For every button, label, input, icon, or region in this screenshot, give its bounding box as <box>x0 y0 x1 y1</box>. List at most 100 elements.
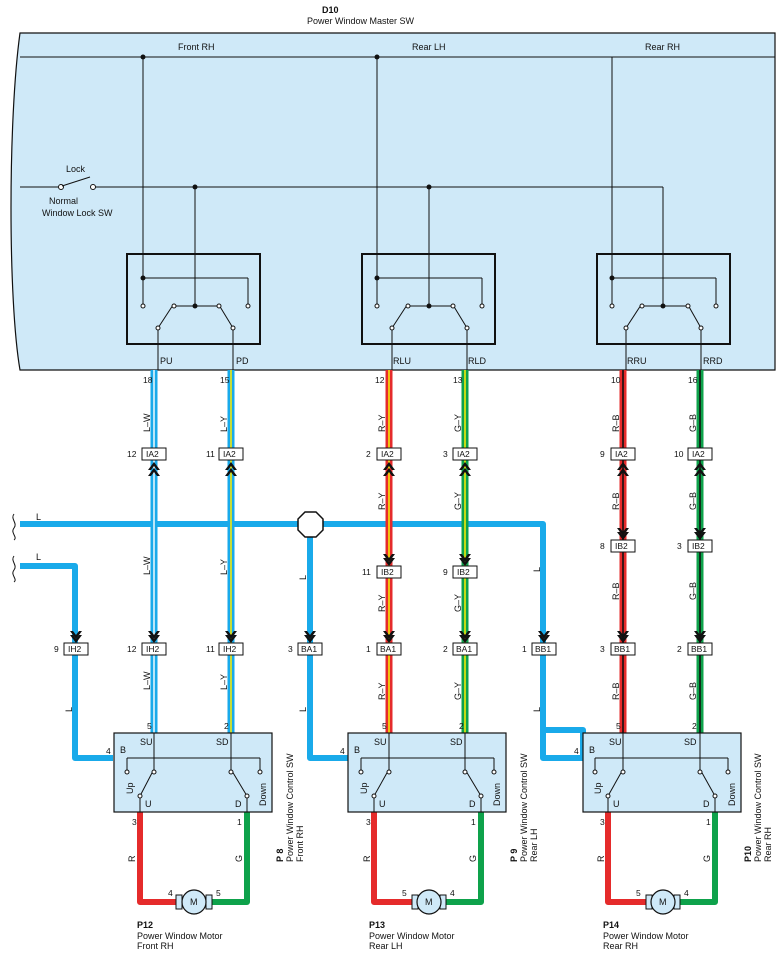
connector-bb1-rearrh-down: BB1 2 <box>677 642 713 656</box>
lock-sw-label: Window Lock SW <box>42 208 113 218</box>
svg-text:Power Window Control SW: Power Window Control SW <box>285 753 295 862</box>
svg-text:9: 9 <box>600 449 605 459</box>
pin-rlu: 12 <box>375 375 385 385</box>
connector-ib2-rearrh-down: IB2 3 <box>677 539 713 553</box>
svg-text:5: 5 <box>616 721 621 731</box>
master-junction-dots <box>140 54 432 190</box>
pin-rld: 13 <box>453 375 463 385</box>
svg-text:U: U <box>145 799 152 809</box>
svg-text:Power Window Motor: Power Window Motor <box>603 931 689 941</box>
svg-text:2: 2 <box>677 644 682 654</box>
svg-text:SD: SD <box>216 737 229 747</box>
svg-text:IH2: IH2 <box>223 644 237 654</box>
pin-pd: 15 <box>220 375 230 385</box>
svg-text:U: U <box>379 799 386 809</box>
wire-g-rear-rh <box>680 812 718 905</box>
svg-text:L: L <box>298 575 308 580</box>
svg-text:G–B: G–B <box>688 492 698 510</box>
section-rear-lh: Rear LH <box>412 42 446 52</box>
wire-l-rear-rh <box>540 530 583 761</box>
svg-text:1: 1 <box>522 644 527 654</box>
master-code: D10 <box>322 5 339 15</box>
svg-text:IB2: IB2 <box>615 541 628 551</box>
svg-text:5: 5 <box>147 721 152 731</box>
svg-text:Rear RH: Rear RH <box>763 827 773 862</box>
svg-text:R: R <box>362 855 372 862</box>
svg-text:G–Y: G–Y <box>453 594 463 612</box>
pin-rrd: 16 <box>688 375 698 385</box>
svg-text:2: 2 <box>224 721 229 731</box>
svg-text:G: G <box>468 855 478 862</box>
master-switch-rear-lh <box>361 253 496 370</box>
svg-text:IA2: IA2 <box>457 449 470 459</box>
svg-text:IA2: IA2 <box>146 449 159 459</box>
svg-text:SU: SU <box>609 737 622 747</box>
pin-rru: 10 <box>611 375 621 385</box>
svg-text:IB2: IB2 <box>381 567 394 577</box>
svg-text:G–B: G–B <box>688 414 698 432</box>
svg-text:P10: P10 <box>743 846 753 862</box>
motor-front-rh: M <box>175 889 213 915</box>
svg-text:B: B <box>354 745 360 755</box>
master-bus-lines <box>20 57 664 306</box>
svg-text:R–Y: R–Y <box>377 682 387 700</box>
connector-chevrons <box>70 462 706 643</box>
svg-text:8: 8 <box>600 541 605 551</box>
svg-text:9: 9 <box>54 644 59 654</box>
svg-text:L–W: L–W <box>142 671 152 690</box>
svg-text:3: 3 <box>600 644 605 654</box>
svg-text:5: 5 <box>402 888 407 898</box>
section-front-rh: Front RH <box>178 42 215 52</box>
svg-text:L: L <box>532 707 542 712</box>
terminal-pd: PD <box>236 356 249 366</box>
svg-text:9: 9 <box>443 567 448 577</box>
connector-ib2-rearlh-down: IB2 9 <box>443 565 478 579</box>
svg-text:BA1: BA1 <box>380 644 396 654</box>
master-switch-front-rh <box>126 253 261 370</box>
svg-text:P 8: P 8 <box>275 849 285 862</box>
svg-text:Front RH: Front RH <box>137 941 174 951</box>
svg-text:Front RH: Front RH <box>295 825 305 862</box>
svg-text:M: M <box>425 897 433 907</box>
svg-text:G: G <box>702 855 712 862</box>
svg-text:3: 3 <box>288 644 293 654</box>
svg-text:G–Y: G–Y <box>453 414 463 432</box>
wire-l-rear-lh <box>307 530 348 761</box>
svg-text:Power Window Control SW: Power Window Control SW <box>519 753 529 862</box>
svg-text:5: 5 <box>636 888 641 898</box>
svg-text:4: 4 <box>684 888 689 898</box>
svg-text:Rear LH: Rear LH <box>369 941 403 951</box>
normal-label: Normal <box>49 196 78 206</box>
svg-text:2: 2 <box>366 449 371 459</box>
svg-text:R–B: R–B <box>611 682 621 700</box>
junction-connector <box>297 511 324 538</box>
svg-text:BA1: BA1 <box>456 644 472 654</box>
svg-text:Power Window Motor: Power Window Motor <box>369 931 455 941</box>
motor-wire-pins: 4 5 5 4 5 4 <box>168 888 689 898</box>
connector-ia2-rearrh-down: IA2 10 <box>674 447 713 461</box>
svg-text:11: 11 <box>206 449 215 459</box>
svg-text:Power Window Motor: Power Window Motor <box>137 931 223 941</box>
svg-text:Down: Down <box>492 783 502 806</box>
svg-text:IA2: IA2 <box>223 449 236 459</box>
connector-ib2-rearrh-up: IB2 8 <box>600 539 636 553</box>
connector-ia2-rearlh-up: IA2 2 <box>366 447 402 461</box>
motor-labels: P12 Power Window Motor Front RH P13 Powe… <box>137 920 689 951</box>
svg-text:P14: P14 <box>603 920 619 930</box>
master-name: Power Window Master SW <box>307 16 415 26</box>
svg-text:B: B <box>589 745 595 755</box>
control-switch-front-rh: 4 5 2 3 1 B SU SD U D Up Down <box>106 721 273 827</box>
svg-text:G–B: G–B <box>688 582 698 600</box>
switch-side-labels: P 8 Power Window Control SW Front RH P 9… <box>275 753 773 862</box>
svg-text:IA2: IA2 <box>615 449 628 459</box>
svg-text:L: L <box>532 567 542 572</box>
svg-text:2: 2 <box>692 721 697 731</box>
lock-label: Lock <box>66 164 86 174</box>
svg-text:Up: Up <box>359 782 369 794</box>
svg-text:3: 3 <box>132 817 137 827</box>
svg-text:1: 1 <box>237 817 242 827</box>
master-panel <box>10 32 776 371</box>
svg-text:BB1: BB1 <box>614 644 630 654</box>
svg-text:Down: Down <box>258 783 268 806</box>
svg-text:5: 5 <box>216 888 221 898</box>
